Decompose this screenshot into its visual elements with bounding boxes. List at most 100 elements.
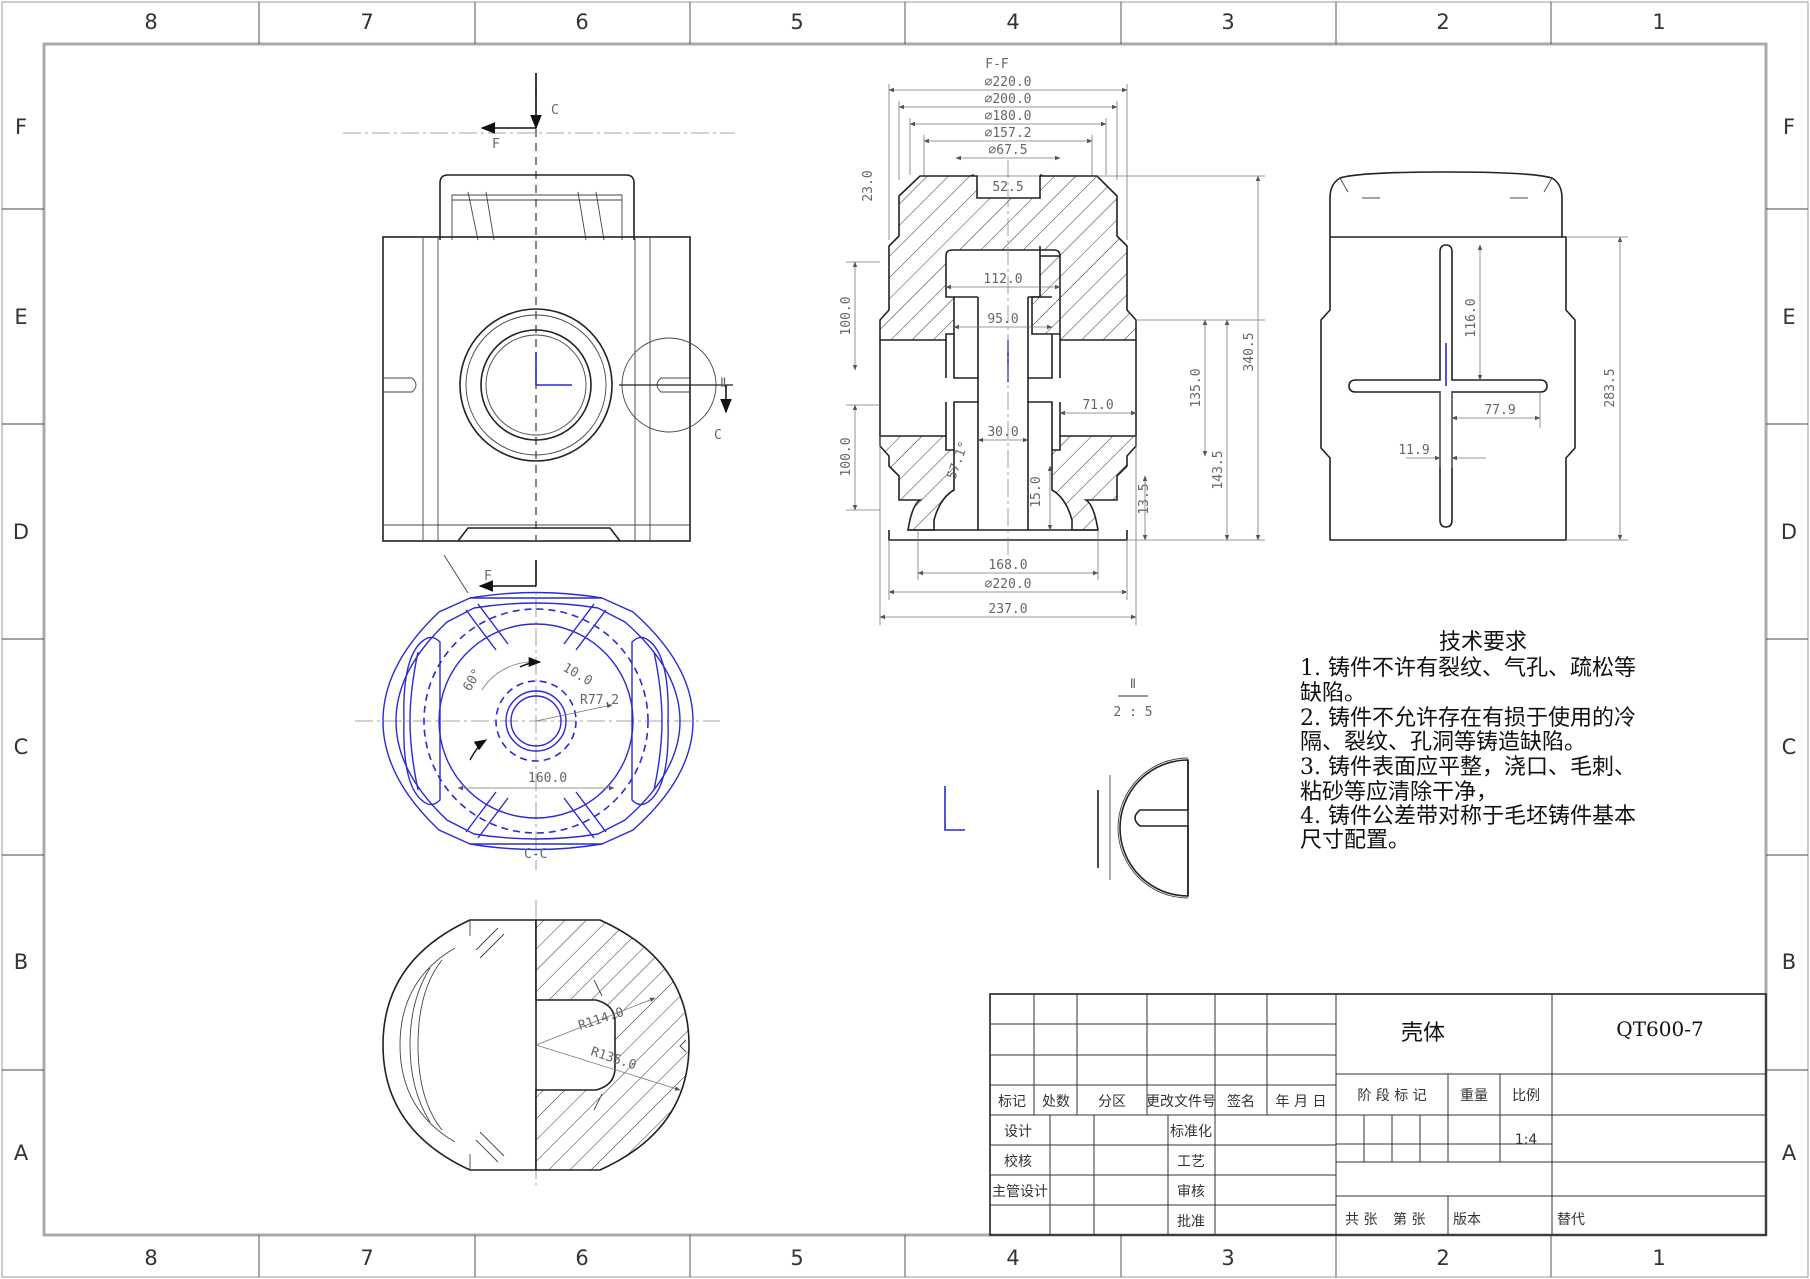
dim-diameter: ⌀180.0 <box>985 109 1032 124</box>
dim-height: 340.5 <box>1242 332 1257 371</box>
detail-label: Ⅱ <box>1130 677 1136 692</box>
zone-col-label: 2 <box>1436 1246 1449 1270</box>
dim-diameter: ⌀220.0 <box>985 75 1032 90</box>
zone-col-label: 6 <box>575 10 588 34</box>
dim-radius: R77.2 <box>580 693 619 708</box>
section-ff-view: F-F ⌀220.0 ⌀200.0 ⌀180.0 ⌀157.2 ⌀67.5 52… <box>839 57 1265 625</box>
part-name: 壳体 <box>1401 1021 1445 1046</box>
dim-height: 143.5 <box>1211 450 1226 489</box>
dim-diameter: ⌀67.5 <box>988 143 1027 158</box>
dim-angle-small: 10.0 <box>560 660 595 689</box>
dim-diameter: ⌀200.0 <box>985 92 1032 107</box>
role-label: 设计 <box>1004 1124 1032 1140</box>
zone-col-label: 4 <box>1006 10 1019 34</box>
header-cell: 年 月 日 <box>1276 1094 1327 1110</box>
dim-height: 15.0 <box>1029 476 1044 507</box>
zone-row-label: E <box>14 305 27 329</box>
tech-notes-title: 技术要求 <box>1439 630 1527 655</box>
zone-col-label: 7 <box>360 1246 373 1270</box>
dim-width: 77.9 <box>1484 403 1515 418</box>
zone-col-label: 2 <box>1436 10 1449 34</box>
version-label: 版本 <box>1453 1212 1481 1228</box>
section-cc-view: R114.0 R135.0 <box>382 900 690 1185</box>
technical-requirements: 技术要求 1. 铸件不许有裂纹、气孔、疏松等 缺陷。 2. 铸件不允许存在有损于… <box>1300 630 1636 853</box>
zone-labels-left: F E D C B A <box>13 115 29 1165</box>
section-c-label: C <box>551 103 559 118</box>
zone-row-label: B <box>14 950 28 974</box>
zone-col-label: 7 <box>360 10 373 34</box>
zone-col-label: 5 <box>790 1246 803 1270</box>
detail-view: Ⅱ 2 : 5 <box>944 677 1189 899</box>
dim-width: 237.0 <box>988 602 1027 617</box>
dim-height: 100.0 <box>839 296 854 335</box>
zone-row-label: D <box>13 520 29 544</box>
material: QT600-7 <box>1616 1017 1703 1041</box>
sheet-total: 共 张 <box>1345 1212 1377 1228</box>
title-block: 壳体 QT600-7 标记 处数 分区 更改文件号 签名 年 月 日 设计 校核… <box>989 993 1767 1236</box>
section-label: C-C <box>524 847 547 862</box>
approval-label: 审核 <box>1177 1184 1205 1200</box>
dim-width: 11.9 <box>1398 443 1429 458</box>
approval-label: 标准化 <box>1170 1124 1212 1140</box>
zone-col-label: 1 <box>1652 10 1665 34</box>
header-cell: 分区 <box>1098 1094 1126 1110</box>
header-cell: 更改文件号 <box>1146 1094 1216 1110</box>
zone-row-label: C <box>14 735 29 759</box>
dim-width: 168.0 <box>988 558 1027 573</box>
dim-width: 160.0 <box>528 771 567 786</box>
section-f-label: F <box>484 569 492 584</box>
zone-row-label: A <box>14 1141 29 1165</box>
approval-label: 工艺 <box>1177 1154 1205 1170</box>
dim-diameter: ⌀220.0 <box>985 577 1032 592</box>
zone-col-label: 8 <box>144 10 157 34</box>
zone-col-label: 3 <box>1221 1246 1234 1270</box>
tech-note-line: 3. 铸件表面应平整，浇口、毛刺、 <box>1300 755 1636 780</box>
replace-label: 替代 <box>1557 1212 1585 1228</box>
detail-scale: 2 : 5 <box>1113 705 1152 720</box>
tech-note-line: 4. 铸件公差带对称于毛坯铸件基本 <box>1300 804 1636 829</box>
role-label: 校核 <box>1004 1153 1032 1170</box>
dim-height: 100.0 <box>839 437 854 476</box>
tech-note-line: 缺陷。 <box>1300 681 1366 706</box>
dim-width: 30.0 <box>987 425 1018 440</box>
dim-width: 52.5 <box>992 180 1023 195</box>
tech-note-line: 隔、裂纹、孔洞等铸造缺陷。 <box>1300 730 1586 755</box>
zone-row-label: A <box>1782 1141 1797 1165</box>
dim-height: 135.0 <box>1189 368 1204 407</box>
zone-col-label: 1 <box>1652 1246 1665 1270</box>
detail-callout: Ⅱ <box>720 376 726 391</box>
dim-width: 71.0 <box>1082 398 1113 413</box>
plan-view: R77.2 160.0 60° 10.0 C-C F <box>355 554 720 870</box>
zone-col-label: 5 <box>790 10 803 34</box>
dim-diameter: ⌀157.2 <box>985 126 1032 141</box>
tech-note-line: 粘砂等应清除干净， <box>1300 780 1498 805</box>
dim-width: 95.0 <box>987 312 1018 327</box>
section-title: F-F <box>985 57 1009 72</box>
zone-labels-top: 8 7 6 5 4 3 2 1 <box>144 10 1665 34</box>
tech-note-line: 1. 铸件不许有裂纹、气孔、疏松等 <box>1300 656 1636 681</box>
scale-label: 比例 <box>1512 1088 1540 1104</box>
sheet-number: 第 张 <box>1393 1211 1425 1228</box>
zone-row-label: C <box>1782 735 1797 759</box>
side-view: 116.0 77.9 11.9 283.5 <box>1320 171 1628 541</box>
header-cell: 签名 <box>1227 1093 1255 1110</box>
zone-labels-right: F E D C B A <box>1781 115 1797 1165</box>
tech-note-line: 尺寸配置。 <box>1300 828 1410 853</box>
zone-row-label: D <box>1781 520 1797 544</box>
zone-row-label: F <box>15 115 27 139</box>
stage-label: 阶 段 标 记 <box>1357 1088 1426 1104</box>
tech-note-line: 2. 铸件不允许存在有损于使用的冷 <box>1300 706 1636 731</box>
dim-height: 116.0 <box>1464 298 1479 337</box>
zone-col-label: 8 <box>144 1246 157 1270</box>
role-label: 主管设计 <box>992 1184 1048 1200</box>
zone-col-label: 3 <box>1221 10 1234 34</box>
section-c-label: C <box>714 428 722 443</box>
dim-height: 283.5 <box>1603 368 1618 407</box>
zone-row-label: F <box>1783 115 1795 139</box>
header-cell: 处数 <box>1042 1094 1070 1110</box>
section-f-label: F <box>492 137 500 152</box>
weight-label: 重量 <box>1460 1088 1488 1104</box>
header-cell: 标记 <box>998 1094 1026 1110</box>
